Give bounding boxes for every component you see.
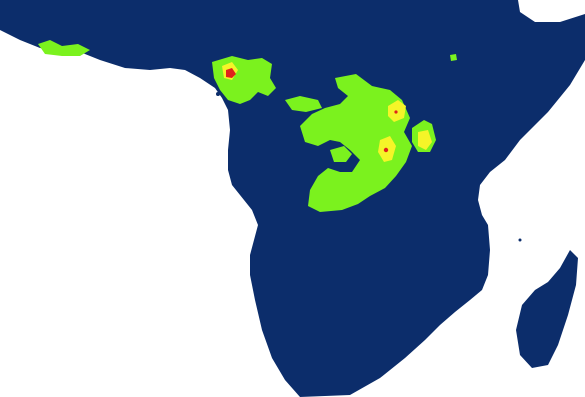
- zone-congo-north-arc: [285, 96, 322, 112]
- zone-central-patch: [330, 146, 352, 162]
- small-island: [518, 238, 522, 242]
- hotspot-ituri: [394, 110, 398, 114]
- zone-cameroon-core: [226, 68, 236, 78]
- zone-uganda: [418, 130, 432, 150]
- zone-east-patch: [450, 54, 457, 61]
- high-density-zones: [226, 68, 398, 153]
- hotspot-kivu: [383, 147, 389, 153]
- zone-west-africa: [38, 40, 90, 56]
- small-island: [216, 92, 220, 96]
- zone-congo-basin: [300, 74, 412, 212]
- madagascar-island: [516, 250, 578, 368]
